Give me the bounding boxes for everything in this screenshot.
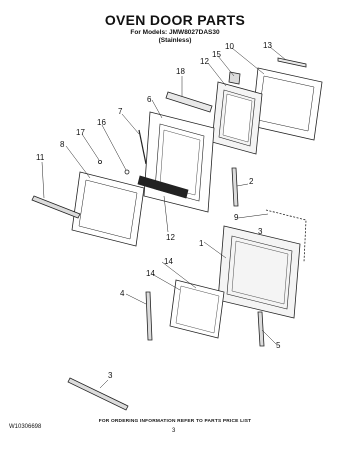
callout-11: 11 (36, 153, 45, 162)
finish-line: (Stainless) (158, 37, 192, 44)
callout-17: 17 (76, 128, 85, 137)
callout-12-upper: 12 (200, 57, 209, 66)
callout-4: 4 (120, 289, 125, 298)
callout-13: 13 (263, 41, 272, 50)
part-8-door-glass (71, 171, 145, 247)
callout-14-b: 14 (146, 269, 155, 278)
callout-3-upper: 3 (258, 227, 263, 236)
callout-7: 7 (118, 107, 123, 116)
part-15-bracket (228, 71, 241, 85)
callout-16: 16 (97, 118, 106, 127)
part-14-inner-glass (169, 279, 225, 339)
part-16-fastener (124, 169, 130, 175)
part-7-rod (138, 129, 147, 165)
callout-3-bottom: 3 (108, 371, 113, 380)
callout-5: 5 (276, 341, 281, 350)
callout-1: 1 (199, 239, 204, 248)
page-title: OVEN DOOR PARTS (104, 12, 246, 28)
part-6-inner-door (143, 111, 215, 213)
callout-14-a: 14 (164, 257, 173, 266)
page-number: 3 (172, 428, 176, 434)
part-3-bottom-strip (67, 377, 129, 411)
part-2-hinge (231, 167, 239, 207)
callout-10: 10 (225, 42, 234, 51)
part-5-bracket (257, 311, 265, 347)
callout-12-lower: 12 (166, 233, 175, 242)
part-17-fastener (98, 159, 103, 164)
document-number: W10306698 (9, 424, 42, 430)
callout-6: 6 (147, 95, 152, 104)
part-1-door-frame (217, 225, 301, 319)
callout-18: 18 (176, 67, 185, 76)
callout-8: 8 (60, 140, 65, 149)
models-line: For Models: JMW8027DAS30 (130, 29, 220, 36)
callout-2: 2 (249, 177, 254, 186)
part-12-handle-trim (137, 175, 189, 199)
part-18-vent (165, 91, 213, 113)
ordering-note: FOR ORDERING INFORMATION REFER TO PARTS … (98, 419, 252, 424)
part-11-side-strip (31, 195, 81, 219)
part-13-top-trim (277, 57, 307, 68)
part-4-bracket (145, 291, 153, 341)
callout-15: 15 (212, 50, 221, 59)
callout-9: 9 (234, 213, 239, 222)
